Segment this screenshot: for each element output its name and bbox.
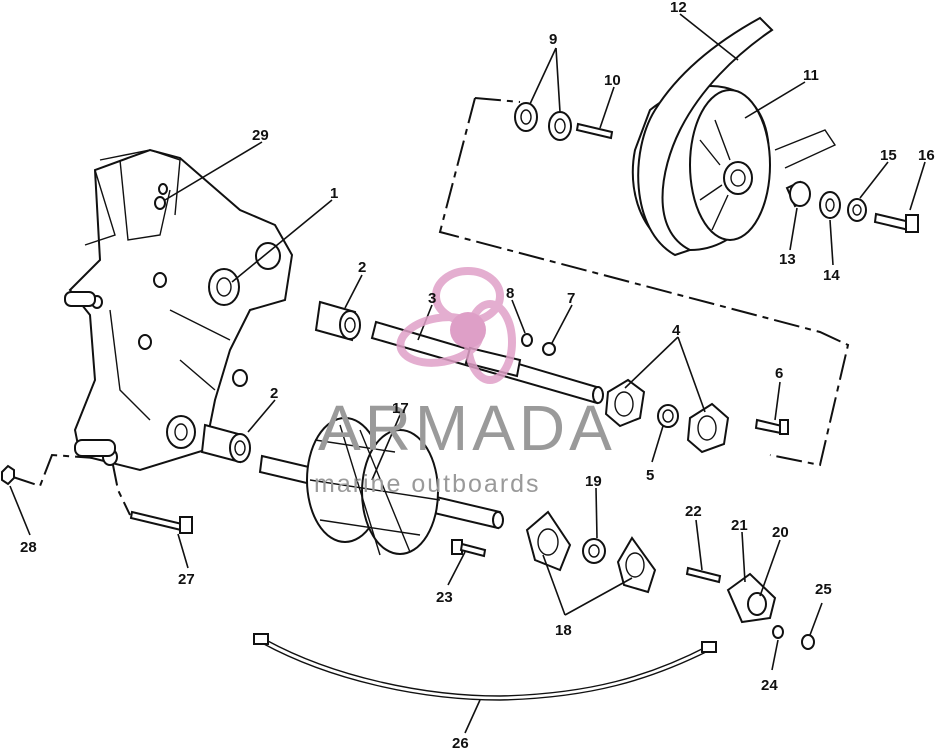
watermark-brand: ARMADA: [318, 392, 616, 464]
bearing-flange-18a: [525, 510, 572, 572]
callout-2-upper: 2: [358, 259, 366, 276]
callout-19: 19: [585, 473, 602, 490]
flange-left: [604, 378, 646, 428]
callout-17: 17: [392, 400, 409, 417]
callout-13: 13: [779, 251, 796, 268]
bolt-16: [873, 212, 919, 233]
callout-21: 21: [731, 517, 748, 534]
fastener-guide-lines: [9, 453, 131, 516]
callout-29: 29: [252, 127, 269, 144]
flange-right: [686, 402, 730, 454]
callout-14: 14: [823, 267, 840, 284]
callout-10: 10: [604, 72, 621, 89]
callout-11: 11: [803, 67, 819, 84]
washer-9b: [548, 111, 572, 141]
pin-22: [685, 566, 722, 584]
speedometer-cable: [253, 633, 717, 701]
bolt-23: [451, 539, 487, 558]
callout-18: 18: [555, 622, 572, 639]
callout-25: 25: [815, 581, 832, 598]
nut-8: [521, 333, 533, 347]
callout-16: 16: [918, 147, 935, 164]
callout-7: 7: [567, 290, 575, 307]
washer-14: [819, 191, 841, 219]
lower-bearing: [200, 423, 251, 464]
watermark-tagline: marine outboards: [314, 470, 541, 498]
callout-9: 9: [549, 31, 557, 48]
callout-15: 15: [880, 147, 897, 164]
callout-12: 12: [670, 0, 687, 16]
bolt-6: [754, 418, 789, 435]
watermark-logo: [396, 267, 516, 384]
callout-4: 4: [672, 322, 681, 339]
upper-bearing: [314, 300, 361, 342]
spacer-13: [785, 180, 811, 208]
drive-belt: [637, 16, 837, 257]
pin-10: [575, 122, 614, 140]
bushing: [657, 404, 679, 428]
washer-15: [847, 198, 867, 222]
callout-6: 6: [775, 365, 783, 382]
washer-7: [542, 342, 556, 356]
washer-24: [772, 625, 784, 639]
bearing-19: [582, 538, 606, 564]
mounting-bracket: [99, 149, 181, 216]
bearing-flange-18b: [616, 536, 657, 594]
nut-28: [0, 464, 15, 486]
callout-2-lower: 2: [270, 385, 278, 402]
callout-24: 24: [761, 677, 778, 694]
bearing-cover-21: [726, 572, 777, 624]
callout-28: 28: [20, 539, 37, 556]
callout-22: 22: [685, 503, 702, 520]
callout-23: 23: [436, 589, 453, 606]
callout-8: 8: [506, 285, 514, 302]
callout-3: 3: [428, 290, 436, 307]
washer-9a: [514, 102, 538, 132]
nut-25: [801, 634, 815, 650]
bolt-27: [129, 510, 193, 534]
belt-guide-dashed-outline: [438, 97, 850, 467]
callout-20: 20: [772, 524, 789, 541]
callout-5: 5: [646, 467, 654, 484]
chaincase-housing: [64, 148, 294, 472]
callout-leader-lines: [9, 13, 926, 734]
callout-27: 27: [178, 571, 195, 588]
callout-26: 26: [452, 735, 469, 751]
callout-1: 1: [330, 185, 338, 202]
